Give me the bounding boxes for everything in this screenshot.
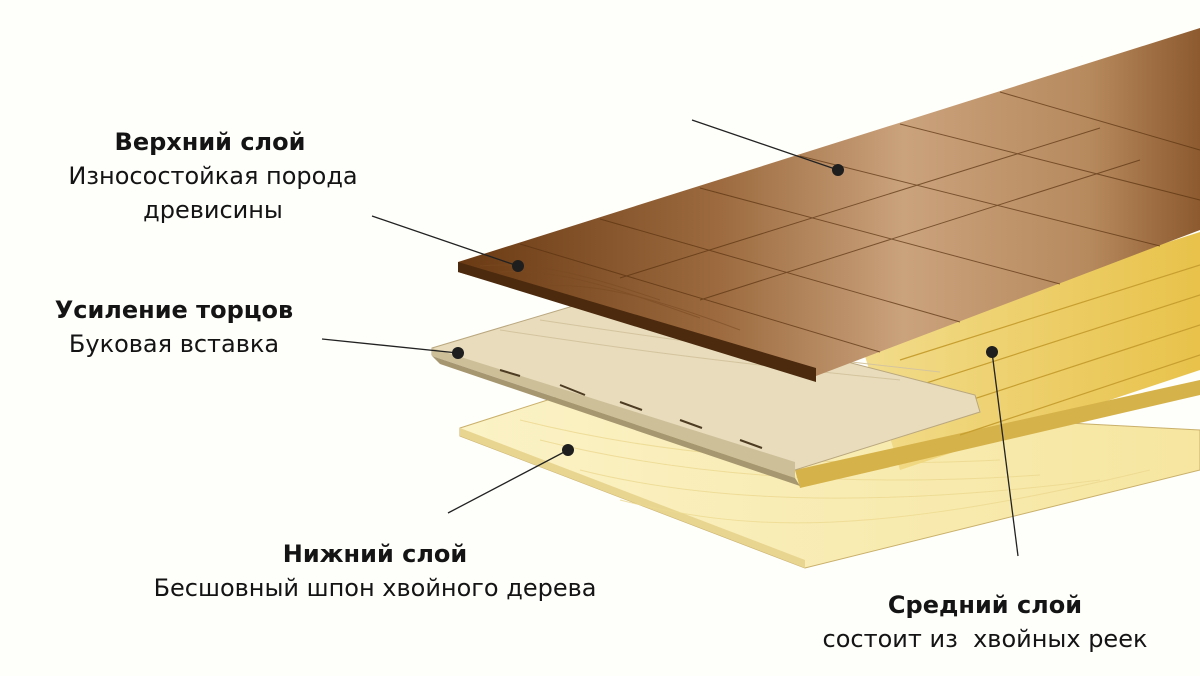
bottom-layer-description: Бесшовный шпон хвойного дерева [153, 574, 597, 602]
middle-layer-title: Средний слой [887, 591, 1083, 619]
edge-reinforcement-label: Усиление торцов Буковая вставка [0, 293, 348, 361]
top-layer-description: Износостойкая порода древисины [68, 162, 358, 224]
middle-layer-label: Средний слой состоит из хвойных реек [770, 588, 1200, 656]
top-layer [458, 28, 1200, 382]
edge-reinforcement-description: Буковая вставка [68, 330, 280, 358]
top-layer-label: Верхний слой Износостойкая порода древис… [0, 125, 420, 227]
leader-lines [321, 119, 1019, 557]
middle-layer-description: состоит из хвойных реек [822, 625, 1148, 653]
bottom-layer-label: Нижний слой Бесшовный шпон хвойного дере… [150, 537, 600, 605]
edge-reinforcement-title: Усиление торцов [54, 296, 294, 324]
bottom-layer-title: Нижний слой [282, 540, 468, 568]
top-layer-title: Верхний слой [114, 128, 306, 156]
leader-dots [452, 164, 998, 456]
